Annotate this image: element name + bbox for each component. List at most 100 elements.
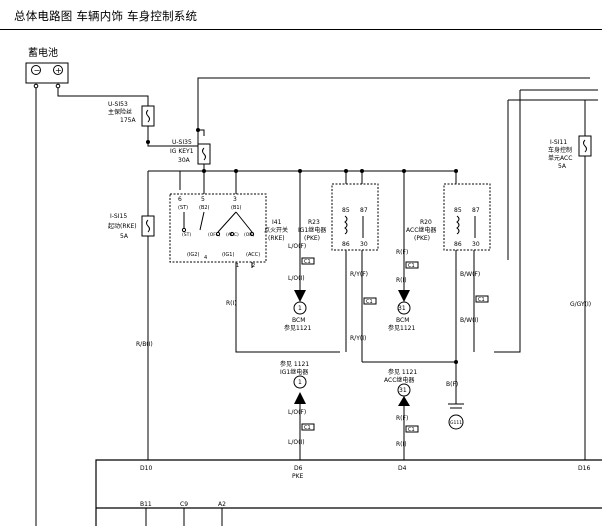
ignition-switch-name: 点火开关 (264, 226, 288, 234)
svg-text:C1: C1 (366, 299, 373, 305)
svg-text:(ACC): (ACC) (246, 252, 260, 258)
wire-lo-label: L/O(F) (288, 243, 306, 250)
pin-d4: D4 (398, 465, 407, 472)
relay-ig1-internals: 85 87 86 30 (342, 207, 368, 248)
fuse-u-si53-icon (146, 109, 150, 123)
fuse-i-si15-id: I-SI15 (110, 213, 127, 220)
svg-text:1: 1 (236, 263, 239, 269)
wire-r-ig1 (235, 262, 340, 353)
relay-acc-sub: (PKE) (414, 235, 430, 242)
svg-text:(ACC): (ACC) (226, 232, 239, 238)
ref-bcm31-ref: 参见1121 (388, 324, 415, 332)
svg-text:4: 4 (204, 255, 207, 261)
svg-text:R(I): R(I) (396, 441, 407, 448)
relay-ig1 (331, 183, 379, 251)
wire-bf-label: B(F) (446, 381, 458, 388)
fuse-i-si11-name2: 单元ACC (548, 154, 572, 162)
battery-positive-wire (57, 88, 149, 106)
svg-text:C1: C1 (478, 297, 485, 303)
bcm-module-top (95, 459, 602, 526)
ref-circle-ig1 (293, 375, 307, 389)
relay-ig1-name: IG1继电器 (298, 226, 326, 234)
battery-minus-sign: − (34, 66, 41, 75)
ref-circle-bcm1 (293, 301, 307, 315)
pin-d16: D16 (578, 465, 590, 472)
svg-text:G111: G111 (450, 420, 462, 426)
relay-acc (443, 183, 491, 251)
wire-rf-label: R(F) (396, 249, 408, 256)
ground-g111 (448, 414, 464, 430)
ignition-switch-contacts: (OFF) (ACC) (ON) (ST) (181, 211, 255, 238)
svg-text:C1: C1 (408, 263, 415, 269)
svg-text:(B2): (B2) (199, 205, 210, 211)
ignition-switch-sub: (RKE) (268, 235, 285, 242)
wire-bw-i-label: B/W(I) (460, 317, 479, 324)
battery-plus-sign: + (55, 66, 62, 75)
ignition-switch (169, 193, 267, 263)
pin-d10: D10 (140, 465, 152, 472)
diode-bcm31 (398, 290, 410, 302)
svg-text:(OFF): (OFF) (208, 232, 220, 238)
svg-text:L/O(I): L/O(I) (288, 439, 305, 446)
pin-d6-pke: PKE (292, 473, 304, 480)
svg-text:6: 6 (178, 196, 182, 203)
ref-acc-ref: 参见 1121 (388, 368, 417, 376)
svg-text:85: 85 (454, 207, 462, 214)
svg-text:30: 30 (472, 241, 480, 248)
ref-ig1-name: IG1继电器 (280, 368, 308, 376)
svg-text:C1: C1 (304, 425, 311, 431)
diagram-title: 总体电路图 车辆内饰 车身控制系统 (14, 9, 198, 23)
pin-b11: B11 (140, 501, 152, 508)
ref-acc-name: ACC继电器 (384, 376, 414, 384)
fuse-i-si15-icon (146, 219, 150, 233)
svg-text:87: 87 (360, 207, 368, 214)
battery-terminal-plus (53, 65, 63, 75)
ref-circle-bcm31 (397, 301, 411, 315)
ref-bcm1-ref: 参见1121 (284, 324, 311, 332)
fuse-u-si35-rating: 30A (178, 157, 191, 164)
svg-text:(ST): (ST) (178, 205, 188, 211)
connector-c1-d (475, 295, 489, 303)
svg-text:(IG1): (IG1) (222, 252, 234, 258)
pin-d6: D6 (294, 465, 303, 472)
fuse-i-si11-icon (583, 139, 587, 153)
battery-label: 蓄电池 (28, 46, 58, 59)
ignition-switch-id: I41 (272, 219, 282, 226)
ignition-switch-bottom-pins: (IG2) (IG1) (ACC) 4 1 2 (187, 252, 260, 269)
connector-c1-a (301, 257, 315, 265)
svg-text:(ON): (ON) (244, 232, 255, 238)
svg-text:31: 31 (399, 387, 407, 394)
wire-bw-label: B/W(F) (460, 271, 480, 278)
svg-text:85: 85 (342, 207, 350, 214)
connector-c1-b (363, 297, 377, 305)
svg-text:1: 1 (298, 305, 302, 312)
fuse-i-si11-name: 车身控制 (548, 146, 572, 154)
svg-text:C1: C1 (304, 259, 311, 265)
svg-text:2: 2 (252, 263, 255, 269)
relay-ig1-id: R23 (308, 219, 320, 226)
svg-text:1: 1 (298, 379, 302, 386)
svg-text:(B1): (B1) (231, 205, 242, 211)
wire-rb-label: R/B(I) (136, 341, 153, 348)
battery-body (25, 62, 69, 84)
svg-text:C1: C1 (408, 427, 415, 433)
svg-text:86: 86 (342, 241, 350, 248)
svg-text:3: 3 (233, 196, 237, 203)
relay-acc-internals: 85 87 86 30 (454, 207, 480, 248)
fuse-i-si15-rating: 5A (120, 233, 129, 240)
ig-key-bus-wire (179, 170, 456, 190)
svg-text:87: 87 (472, 207, 480, 214)
fuse-u-si53-rating: 175A (120, 117, 136, 124)
diagram-header: 总体电路图 车辆内饰 车身控制系统 (0, 0, 602, 30)
main-bus-wire (147, 77, 590, 147)
fuse-i-si11-id: I-SI11 (550, 139, 567, 146)
ref-bcm31-name: BCM (396, 317, 409, 324)
svg-text:86: 86 (454, 241, 462, 248)
fuse-u-si35-name: IG KEY1 (170, 148, 194, 155)
svg-text:(ST): (ST) (182, 232, 191, 238)
fuse-u-si35-id: U-SI35 (172, 139, 192, 146)
relay-acc-name: ACC继电器 (406, 226, 436, 234)
svg-text:31: 31 (398, 305, 406, 312)
relay-ig1-sub: (PKE) (304, 235, 320, 242)
